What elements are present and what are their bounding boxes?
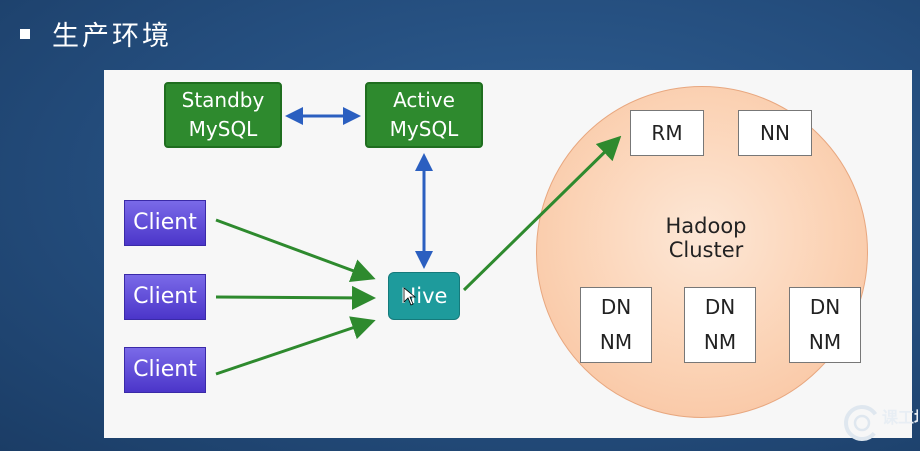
kgc-logo-icon: 课工场 (844, 405, 918, 441)
worker-node-3: DN NM (789, 287, 861, 363)
worker-node-1: DN NM (580, 287, 652, 363)
connector-arrows (215, 107, 622, 376)
arrow-hive-rm (462, 135, 622, 292)
standby-mysql-line2: MySQL (188, 117, 258, 141)
rm-label: RM (651, 120, 683, 145)
worker-node-2: DN NM (684, 287, 756, 363)
hive-node: Hive (388, 272, 460, 320)
bullet-icon (20, 28, 30, 39)
active-mysql-node: Active MySQL (365, 82, 483, 148)
worker-3-nm: NM (808, 330, 842, 354)
worker-2-dn: DN (704, 295, 736, 319)
nn-label: NN (760, 120, 790, 145)
arrow-client3-hive (215, 316, 376, 376)
client-2-label: Client (133, 284, 197, 310)
client-node-3: Client (124, 347, 206, 393)
rm-node: RM (630, 110, 704, 156)
active-mysql-line1: Active (393, 88, 455, 112)
client-3-label: Client (133, 357, 197, 383)
active-mysql-line2: MySQL (389, 117, 459, 141)
diagram-canvas: Hadoop Cluster RM NN DN NM DN NM DN NM S… (104, 70, 912, 438)
slide-title: 生产环境 (20, 14, 172, 53)
slide-title-text: 生产环境 (52, 21, 172, 52)
worker-3-dn: DN (809, 295, 841, 319)
hadoop-cluster-label: Hadoop Cluster (665, 214, 747, 262)
watermark-text: 课工场 (882, 408, 918, 427)
worker-1-nm: NM (599, 330, 633, 354)
worker-2-nm: NM (703, 330, 737, 354)
nn-node: NN (738, 110, 812, 156)
client-node-1: Client (124, 200, 206, 246)
arrow-client1-hive (215, 218, 376, 283)
client-node-2: Client (124, 274, 206, 320)
arrow-client2-hive (215, 285, 376, 310)
standby-mysql-line1: Standby (181, 88, 265, 112)
mouse-cursor-icon (403, 287, 417, 306)
standby-mysql-node: Standby MySQL (164, 82, 282, 148)
client-1-label: Client (133, 210, 197, 236)
worker-1-dn: DN (600, 295, 632, 319)
